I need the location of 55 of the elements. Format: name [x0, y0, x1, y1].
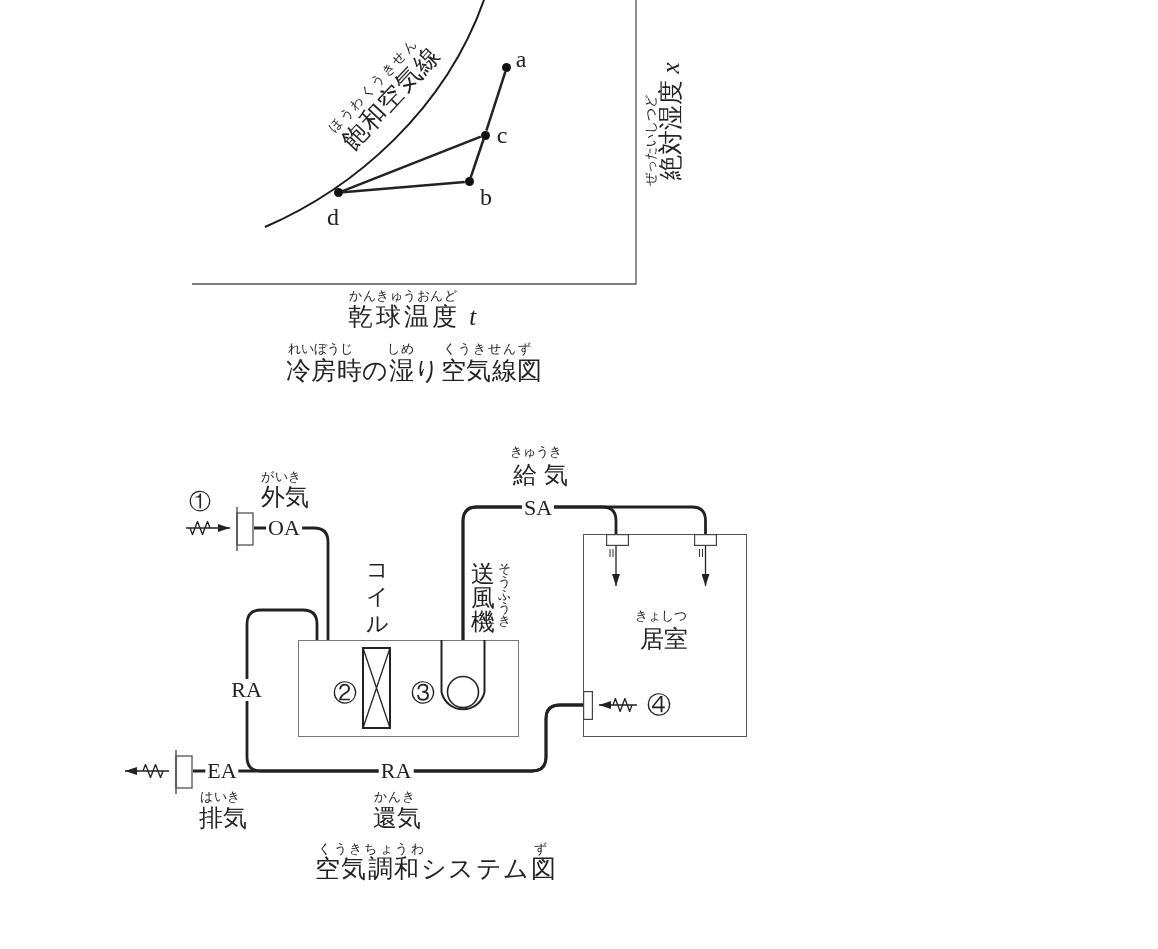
point-dot — [502, 63, 512, 73]
damper-symbol — [236, 507, 254, 551]
furigana: くうきせんず — [443, 341, 533, 355]
callout-number: ① — [189, 491, 211, 513]
room-label: 居室 — [640, 627, 688, 651]
point-dot — [480, 130, 490, 140]
air-label: 排気 — [199, 806, 247, 830]
furigana: ぜったいしつど — [643, 94, 657, 186]
callout-number: ③ — [411, 681, 435, 705]
furigana: がいき — [261, 469, 302, 483]
furigana: きょしつ — [635, 608, 687, 622]
axis-label: 乾球温度 t — [347, 303, 480, 329]
airflow-arrow — [185, 520, 231, 536]
damper-symbol — [175, 750, 193, 794]
point-dot — [333, 188, 343, 198]
furigana: かんきゅうおんど — [349, 288, 458, 302]
furigana: はいき — [200, 789, 241, 803]
callout-number: ④ — [647, 693, 671, 717]
axis-label: 絶対湿度 x — [657, 62, 683, 180]
callout-number: ② — [333, 681, 357, 705]
process-line — [469, 138, 485, 178]
airflow-arrow — [612, 545, 620, 587]
diffuser-box — [694, 534, 717, 546]
component-label: コイル — [365, 555, 389, 637]
furigana: かんき — [373, 789, 416, 803]
process-line — [342, 135, 482, 193]
duct-line — [461, 505, 707, 640]
furigana: れいぼうじ — [287, 341, 353, 355]
furigana: しめ — [386, 341, 415, 355]
coil-symbol — [362, 647, 391, 729]
figure-caption: 冷房時の湿り空気線図 — [285, 357, 543, 383]
furigana: そうふうき — [497, 561, 511, 627]
airflow-arrow — [701, 545, 710, 587]
furigana: くうきちょうわ — [318, 841, 427, 855]
diffuser-box — [606, 534, 629, 546]
process-line — [342, 180, 465, 194]
grille-box — [583, 691, 593, 720]
air-label: 還気 — [373, 806, 421, 830]
point-label: a — [515, 47, 527, 71]
airflow-arrow — [124, 763, 170, 779]
room-box — [583, 534, 747, 737]
point-dot — [464, 177, 474, 187]
figure-caption: 空気調和システム図 — [314, 855, 557, 881]
duct-label: RA — [229, 679, 264, 701]
furigana: きゅうき — [510, 444, 562, 458]
point-label: c — [496, 123, 508, 147]
component-label: 送風機 — [470, 562, 496, 634]
process-line — [485, 71, 507, 132]
airflow-arrow — [598, 697, 638, 713]
point-label: d — [327, 205, 339, 229]
furigana: ず — [533, 841, 547, 855]
unit-box — [298, 640, 519, 737]
air-label: 外気 — [261, 485, 309, 509]
point-label: b — [480, 185, 492, 209]
air-label: 給気 — [512, 463, 575, 487]
